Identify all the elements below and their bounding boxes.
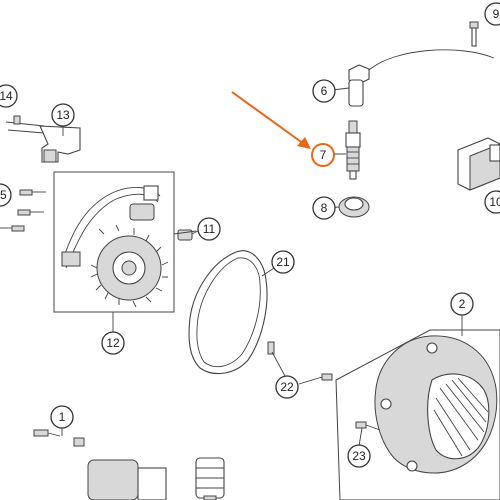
callout-15: 15 bbox=[0, 183, 12, 207]
svg-text:13: 13 bbox=[56, 108, 70, 122]
screws-15 bbox=[0, 189, 46, 232]
svg-text:8: 8 bbox=[321, 201, 328, 215]
gasket-21 bbox=[188, 250, 268, 375]
svg-text:7: 7 bbox=[320, 148, 327, 162]
ignition-cover-2 bbox=[374, 335, 498, 474]
screws-14 bbox=[5, 115, 45, 134]
screw-23 bbox=[355, 421, 381, 431]
svg-text:14: 14 bbox=[0, 89, 13, 103]
svg-text:12: 12 bbox=[106, 336, 120, 350]
svg-text:11: 11 bbox=[203, 222, 216, 236]
svg-text:23: 23 bbox=[352, 449, 366, 463]
spark-plug-cap bbox=[348, 49, 495, 107]
spark-plug bbox=[345, 120, 361, 180]
svg-text:22: 22 bbox=[280, 380, 294, 394]
svg-text:10: 10 bbox=[489, 195, 500, 209]
spark-plug-seal bbox=[338, 196, 370, 218]
callout-11: 11 bbox=[197, 217, 221, 241]
callout-8: 8 bbox=[312, 196, 336, 220]
callout-10: 10 bbox=[484, 190, 500, 214]
screw-1 bbox=[33, 429, 61, 437]
callout-1: 1 bbox=[50, 405, 74, 429]
svg-text:21: 21 bbox=[276, 255, 290, 269]
svg-text:6: 6 bbox=[321, 84, 328, 98]
cable-bracket-13 bbox=[39, 125, 81, 163]
svg-text:9: 9 bbox=[493, 7, 500, 21]
highlight-arrow bbox=[231, 91, 311, 149]
callout-23: 23 bbox=[347, 444, 371, 468]
svg-text:2: 2 bbox=[459, 297, 466, 311]
callout-21: 21 bbox=[271, 250, 295, 274]
callout-22: 22 bbox=[275, 375, 299, 399]
callout-7: 7 bbox=[311, 143, 335, 167]
callout-6: 6 bbox=[312, 79, 336, 103]
starter-gear bbox=[195, 457, 225, 500]
screw-9 bbox=[469, 21, 479, 47]
dowel-pins-22 bbox=[267, 341, 333, 381]
stator-12 bbox=[61, 185, 169, 308]
cover-frame bbox=[335, 329, 500, 500]
callout-13: 13 bbox=[51, 103, 75, 127]
svg-text:15: 15 bbox=[0, 188, 7, 202]
callout-12: 12 bbox=[101, 331, 125, 355]
callout-2: 2 bbox=[450, 292, 474, 316]
callout-9: 9 bbox=[484, 2, 500, 26]
callout-14: 14 bbox=[0, 84, 18, 108]
stator-frame bbox=[53, 171, 175, 313]
starter-motor bbox=[73, 437, 167, 500]
svg-text:1: 1 bbox=[59, 410, 66, 424]
grommet-11 bbox=[173, 229, 197, 241]
ignition-coil bbox=[457, 137, 500, 191]
